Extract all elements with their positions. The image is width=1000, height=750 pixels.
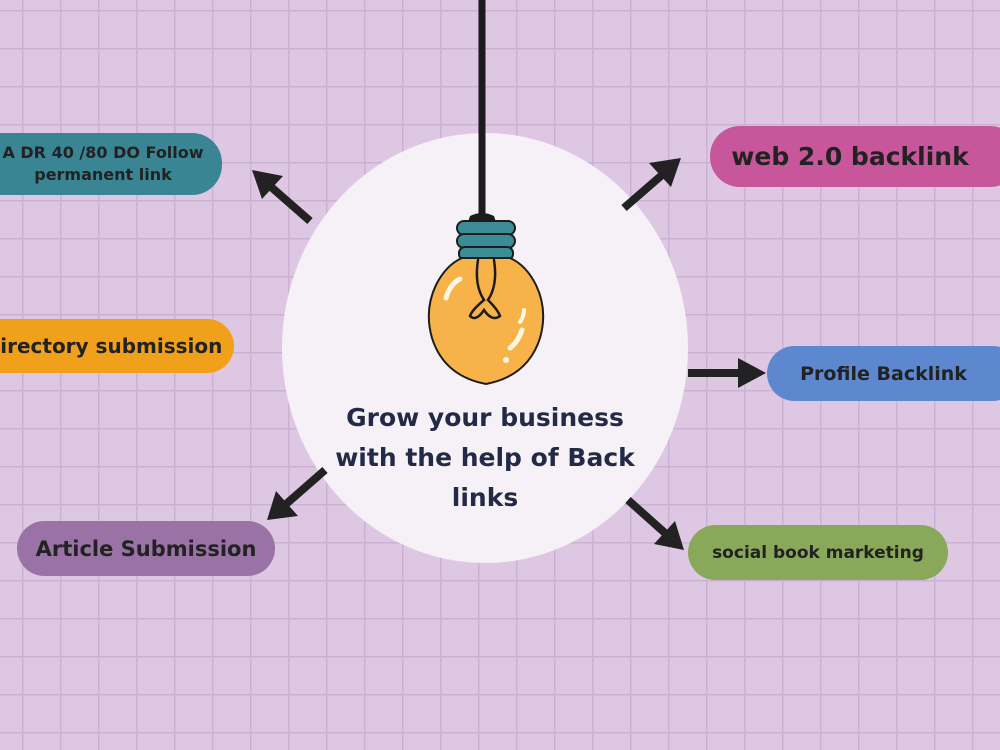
node-label: Profile Backlink	[800, 362, 967, 385]
arrow-icon	[252, 170, 313, 225]
arrow-icon	[688, 358, 766, 388]
arrow-icon	[621, 158, 681, 212]
lightbulb-icon	[427, 213, 545, 386]
node-da-follow-line2: permanent link	[34, 165, 172, 184]
node-social-book-marketing: social book marketing	[688, 525, 948, 580]
center-title: Grow your business with the help of Back…	[320, 398, 650, 518]
node-profile-backlink: Profile Backlink	[767, 346, 1000, 401]
arrow-icon	[625, 497, 684, 550]
node-label: web 2.0 backlink	[731, 142, 969, 171]
center-title-line: Grow your business	[346, 403, 624, 432]
arrow-icon	[267, 466, 328, 520]
node-da-follow-line1: A DR 40 /80 DO Follow	[2, 143, 204, 162]
node-article-submission: Article Submission	[17, 521, 275, 576]
node-web20-backlink: web 2.0 backlink	[710, 126, 1000, 187]
node-label: social book marketing	[712, 542, 924, 563]
node-label: Directory submission	[0, 334, 223, 358]
node-label: Article Submission	[35, 536, 257, 561]
node-da-follow: A DR 40 /80 DO Follow permanent link	[0, 133, 222, 195]
center-title-line: links	[451, 483, 519, 512]
node-directory-submission: Directory submission	[0, 319, 234, 373]
center-title-line: with the help of Back	[335, 443, 635, 472]
